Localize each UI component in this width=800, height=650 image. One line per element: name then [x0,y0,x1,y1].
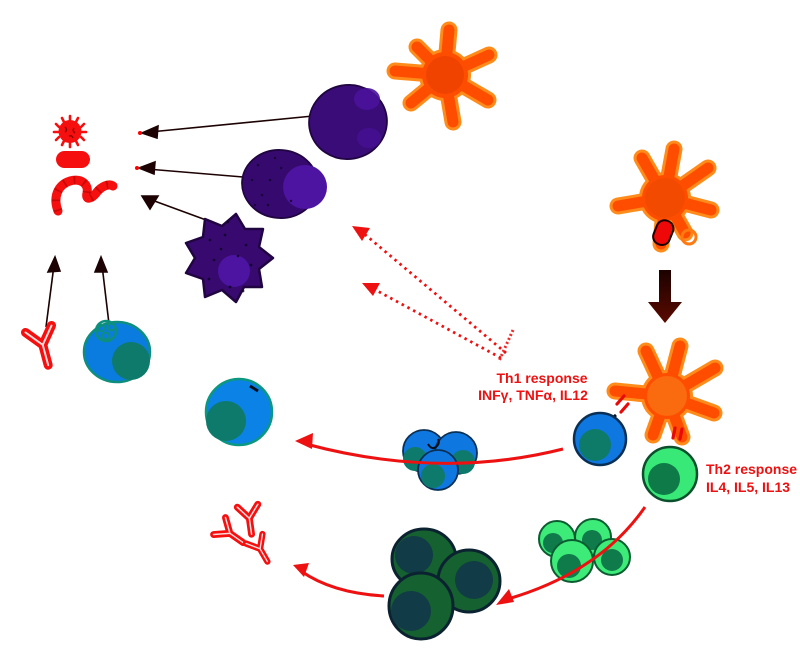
mhc-contact-marks [615,394,684,441]
helminth-icon [51,175,118,216]
th1-cell [572,411,628,467]
th2-cytokines-label: IL4, IL5, IL13 [706,479,790,495]
dendritic-cell-antigen-capture [609,140,720,253]
th1-proliferating-cluster [402,429,478,491]
phagocytosis-icon [82,319,152,384]
bacterium-icon [56,151,90,168]
th1-cytokines-label: INFγ, TNFα, IL12 [478,387,588,403]
dendritic-cell-presenting [606,337,724,446]
dendritic-cell-icon [386,21,498,131]
migration-arrow [648,270,682,323]
antigen-icon [652,219,675,247]
th1-response-label: Th1 response [496,370,587,386]
th2-cell [641,445,699,503]
attack-arrows [45,115,314,328]
virus-icon [52,114,88,149]
antibody-icon [25,325,61,368]
endocytosis-vesicle [680,228,698,246]
th1-cytokine-arrows [352,226,515,362]
th2-proliferating-cluster [538,518,631,583]
plasma-cell-cluster [387,527,502,641]
effector-cell-large [308,84,388,160]
macrophage-icon [184,212,275,304]
effector-cell-medium [241,149,327,219]
arrow-tip-dots [135,131,142,170]
differentiation-arrows [293,433,647,605]
th2-response-label: Th2 response [706,461,797,477]
memory-th1-cell [204,377,274,447]
antibody-cluster [214,504,276,566]
